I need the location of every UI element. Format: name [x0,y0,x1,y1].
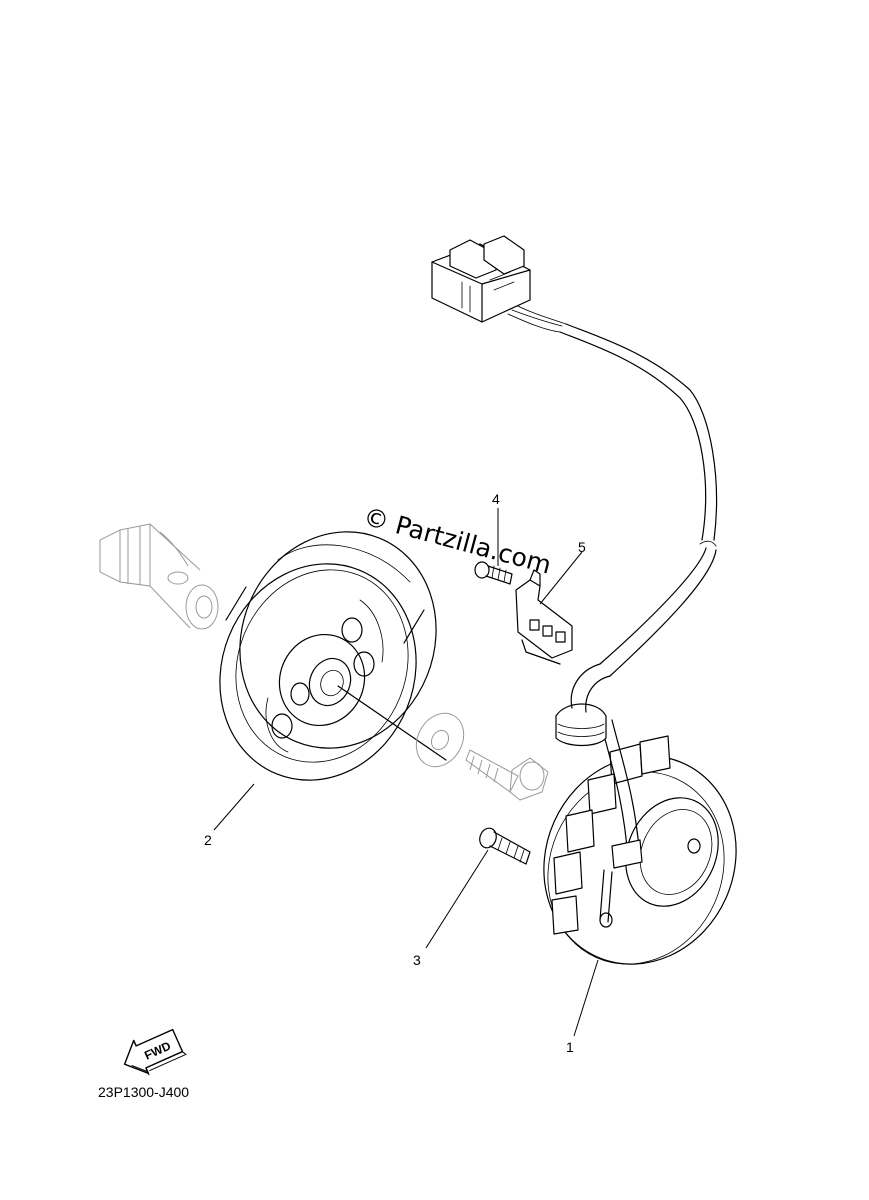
callout-3: 3 [413,952,421,968]
bolt-part-3 [479,827,531,865]
screw-part-4 [474,561,513,585]
callout-5: 5 [578,539,586,555]
rotor-washer [415,712,465,768]
crankshaft-end [99,523,219,630]
callout-4: 4 [492,491,500,507]
callout-2: 2 [204,832,212,848]
diagram-code: 23P1300-J400 [98,1084,189,1100]
stator-assembly [543,663,737,965]
fwd-arrow-icon: FWD [123,1028,187,1076]
lead-holder-part-5 [515,569,573,665]
stator-coupler [431,235,531,323]
rotor-assembly [219,531,447,781]
stator-wire-harness [507,301,718,677]
leader-lines [213,508,599,1037]
rotor-bolt [465,749,549,801]
callout-1: 1 [566,1039,574,1055]
